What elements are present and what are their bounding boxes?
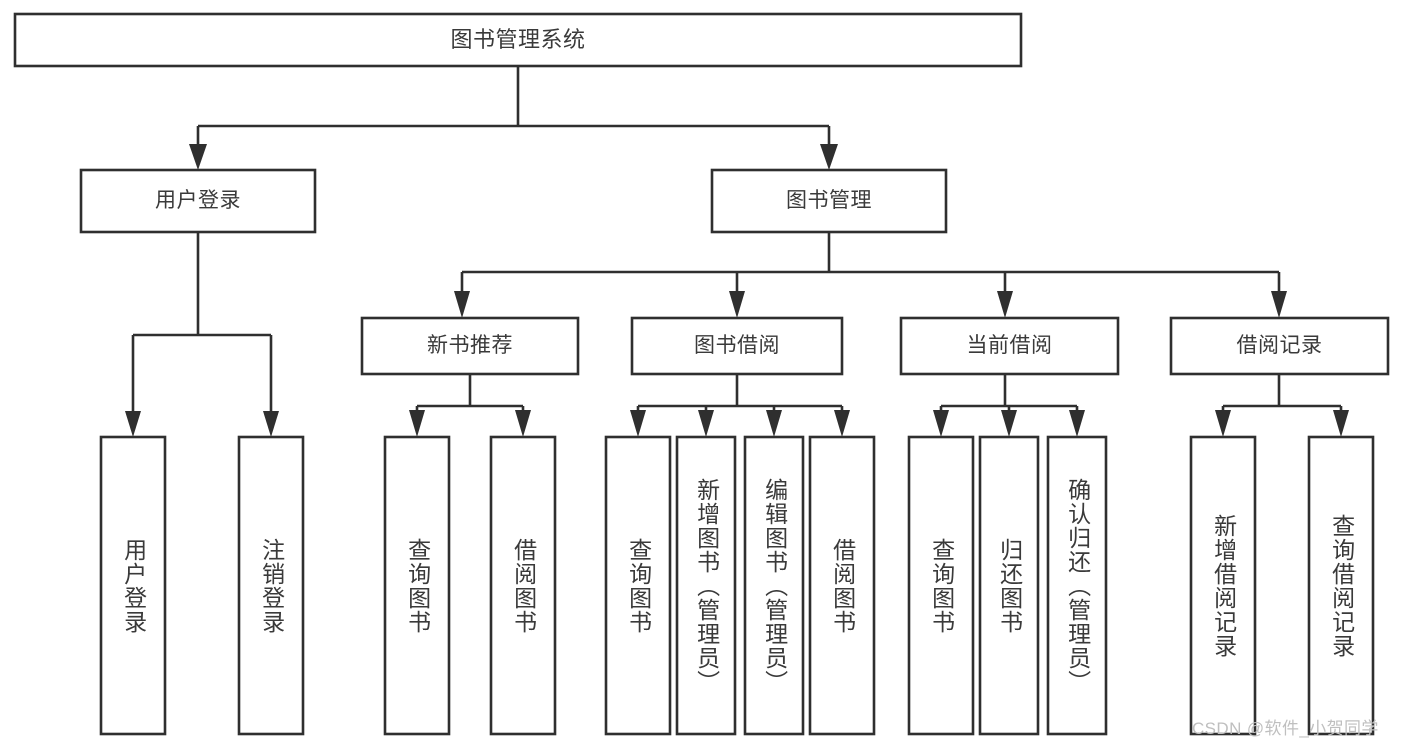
node-box-new-book-recommend[interactable] [360,316,580,376]
arrow-head-leaf-borrow-book [834,410,850,437]
node-box-book-management[interactable] [710,168,948,234]
arrow-head-leaf-edit-book-admin [766,410,782,437]
node-box-user-login[interactable] [79,168,317,234]
node-box-leaf-query-book-borrow[interactable] [604,435,672,736]
arrow-head-leaf-user-login [125,411,141,437]
node-box-leaf-query-book-current[interactable] [907,435,975,736]
arrow-head-leaf-query-book-current [933,410,949,437]
node-box-leaf-confirm-return-admin[interactable] [1046,435,1108,736]
arrow-head-book-management [820,144,838,170]
connector-group-new-book-recommend [409,374,531,437]
node-box-leaf-return-book[interactable] [978,435,1040,736]
arrow-head-user-login [189,144,207,170]
arrow-head-leaf-query-book-rec [409,410,425,437]
arrow-head-borrow-record [1271,291,1287,318]
watermark-text: CSDN @软件_小贺同学 [1192,719,1379,738]
node-box-book-borrow[interactable] [630,316,844,376]
arrow-head-leaf-return-book [1001,410,1017,437]
node-box-leaf-query-borrow-record[interactable] [1307,435,1375,736]
node-box-leaf-query-book-rec[interactable] [383,435,451,736]
node-box-leaf-borrow-book-rec[interactable] [489,435,557,736]
arrow-head-leaf-confirm-return-admin [1069,410,1085,437]
connector-group-root [189,66,838,170]
node-box-root[interactable] [13,12,1023,68]
node-box-leaf-edit-book-admin[interactable] [743,435,805,736]
connector-group-user-login [125,232,279,437]
arrow-head-current-borrow [997,291,1013,318]
connector-group-book-management [454,232,1287,318]
arrow-head-leaf-query-book-borrow [630,410,646,437]
node-box-borrow-record[interactable] [1169,316,1390,376]
connector-group-borrow-record [1215,374,1349,437]
node-box-current-borrow[interactable] [899,316,1120,376]
node-box-leaf-user-login[interactable] [99,435,167,736]
arrow-head-leaf-query-borrow-record [1333,410,1349,437]
arrow-head-leaf-logout-login [263,411,279,437]
connector-group-book-borrow [630,374,850,437]
node-box-leaf-logout-login[interactable] [237,435,305,736]
arrow-head-leaf-borrow-book-rec [515,410,531,437]
arrow-head-leaf-add-borrow-record [1215,410,1231,437]
node-box-leaf-add-borrow-record[interactable] [1189,435,1257,736]
arrow-head-leaf-add-book-admin [698,410,714,437]
connector-group-current-borrow [933,374,1085,437]
arrow-head-book-borrow [729,291,745,318]
arrow-head-new-book-recommend [454,291,470,318]
node-box-leaf-add-book-admin[interactable] [675,435,737,736]
node-box-leaf-borrow-book[interactable] [808,435,876,736]
